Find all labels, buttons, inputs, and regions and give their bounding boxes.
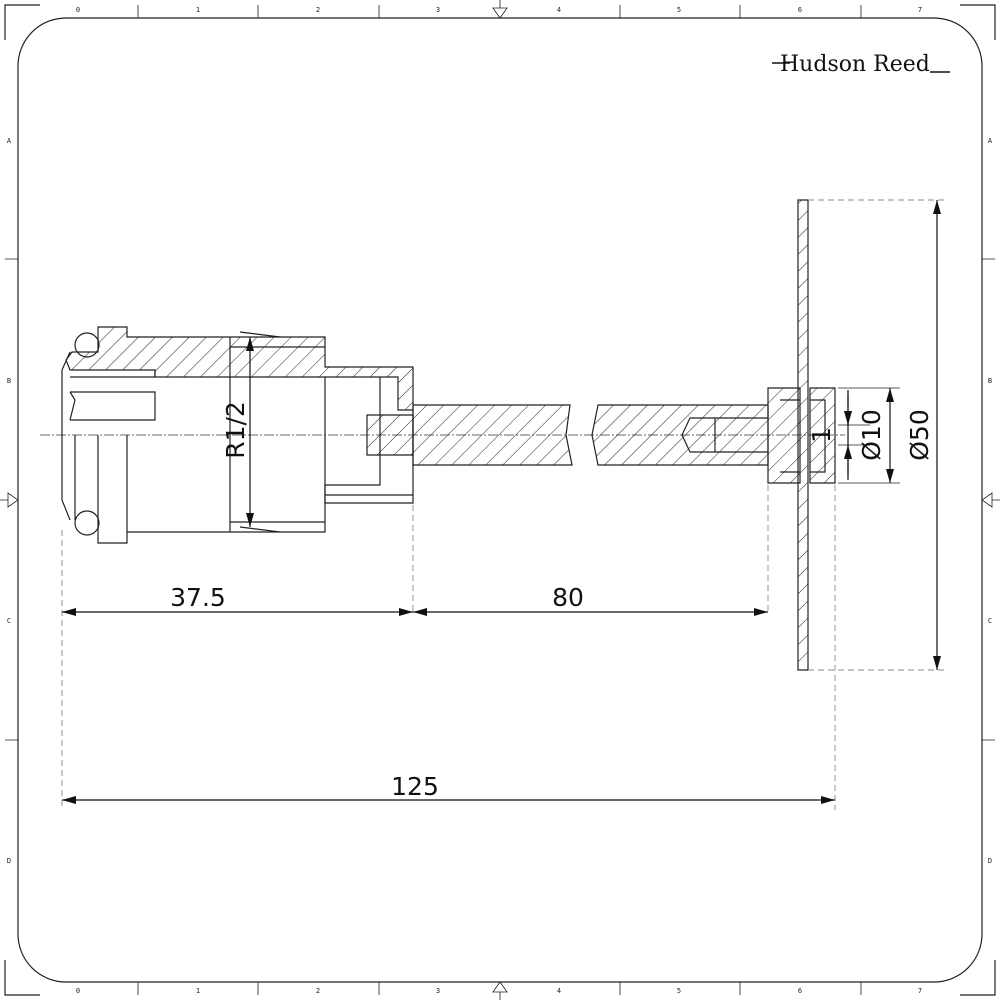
brand-logo: Hudson Reed xyxy=(772,52,950,77)
dim-plate-diameter: Ø50 xyxy=(905,409,934,461)
ruler-row-label: C xyxy=(988,617,992,625)
dim-rod-length: 80 xyxy=(552,583,584,612)
ruler-col-label: 0 xyxy=(76,6,80,14)
ruler-col-label: 4 xyxy=(557,987,561,995)
dim-body-length: 37.5 xyxy=(170,583,226,612)
ruler-col-label: 7 xyxy=(918,6,922,14)
ruler-col-label: 1 xyxy=(196,987,200,995)
ruler-col-label: 7 xyxy=(918,987,922,995)
ruler-col-label: 1 xyxy=(196,6,200,14)
ruler-col-label: 0 xyxy=(76,987,80,995)
dim-small-diameter: Ø10 xyxy=(857,409,886,461)
dim-thread-size: R1/2 xyxy=(221,401,250,459)
ruler-row-label: C xyxy=(7,617,11,625)
ruler-col-label: 4 xyxy=(557,6,561,14)
ruler-col-label: 6 xyxy=(798,987,802,995)
column-labels: 0 1 2 3 4 5 6 7 0 1 2 3 4 5 6 7 xyxy=(76,6,922,995)
ruler-col-label: 3 xyxy=(436,987,440,995)
ruler-row-label: B xyxy=(988,377,992,385)
dim-gap: 1 xyxy=(807,427,836,443)
extension-rod xyxy=(412,404,769,466)
ruler-col-label: 5 xyxy=(677,987,681,995)
ruler-col-label: 6 xyxy=(798,6,802,14)
ruler-col-label: 3 xyxy=(436,6,440,14)
ruler-row-label: A xyxy=(7,137,12,145)
ruler-row-label: B xyxy=(7,377,11,385)
ruler-col-label: 2 xyxy=(316,6,320,14)
dim-total-length: 125 xyxy=(391,772,439,801)
cover-plate-assembly xyxy=(767,199,836,671)
ruler-row-label: D xyxy=(988,857,992,865)
ruler-row-label: D xyxy=(7,857,11,865)
dimension-annotations: 37.5 80 125 R1/2 Ø10 Ø50 1 xyxy=(62,200,941,804)
ruler-row-label: A xyxy=(988,137,993,145)
extension-lines xyxy=(61,199,945,810)
row-labels: A B C D A B C D xyxy=(7,137,993,865)
ruler-col-label: 2 xyxy=(316,987,320,995)
logo-text: Hudson Reed xyxy=(780,52,930,77)
ruler-col-label: 5 xyxy=(677,6,681,14)
valve-body-fitting xyxy=(61,326,414,544)
